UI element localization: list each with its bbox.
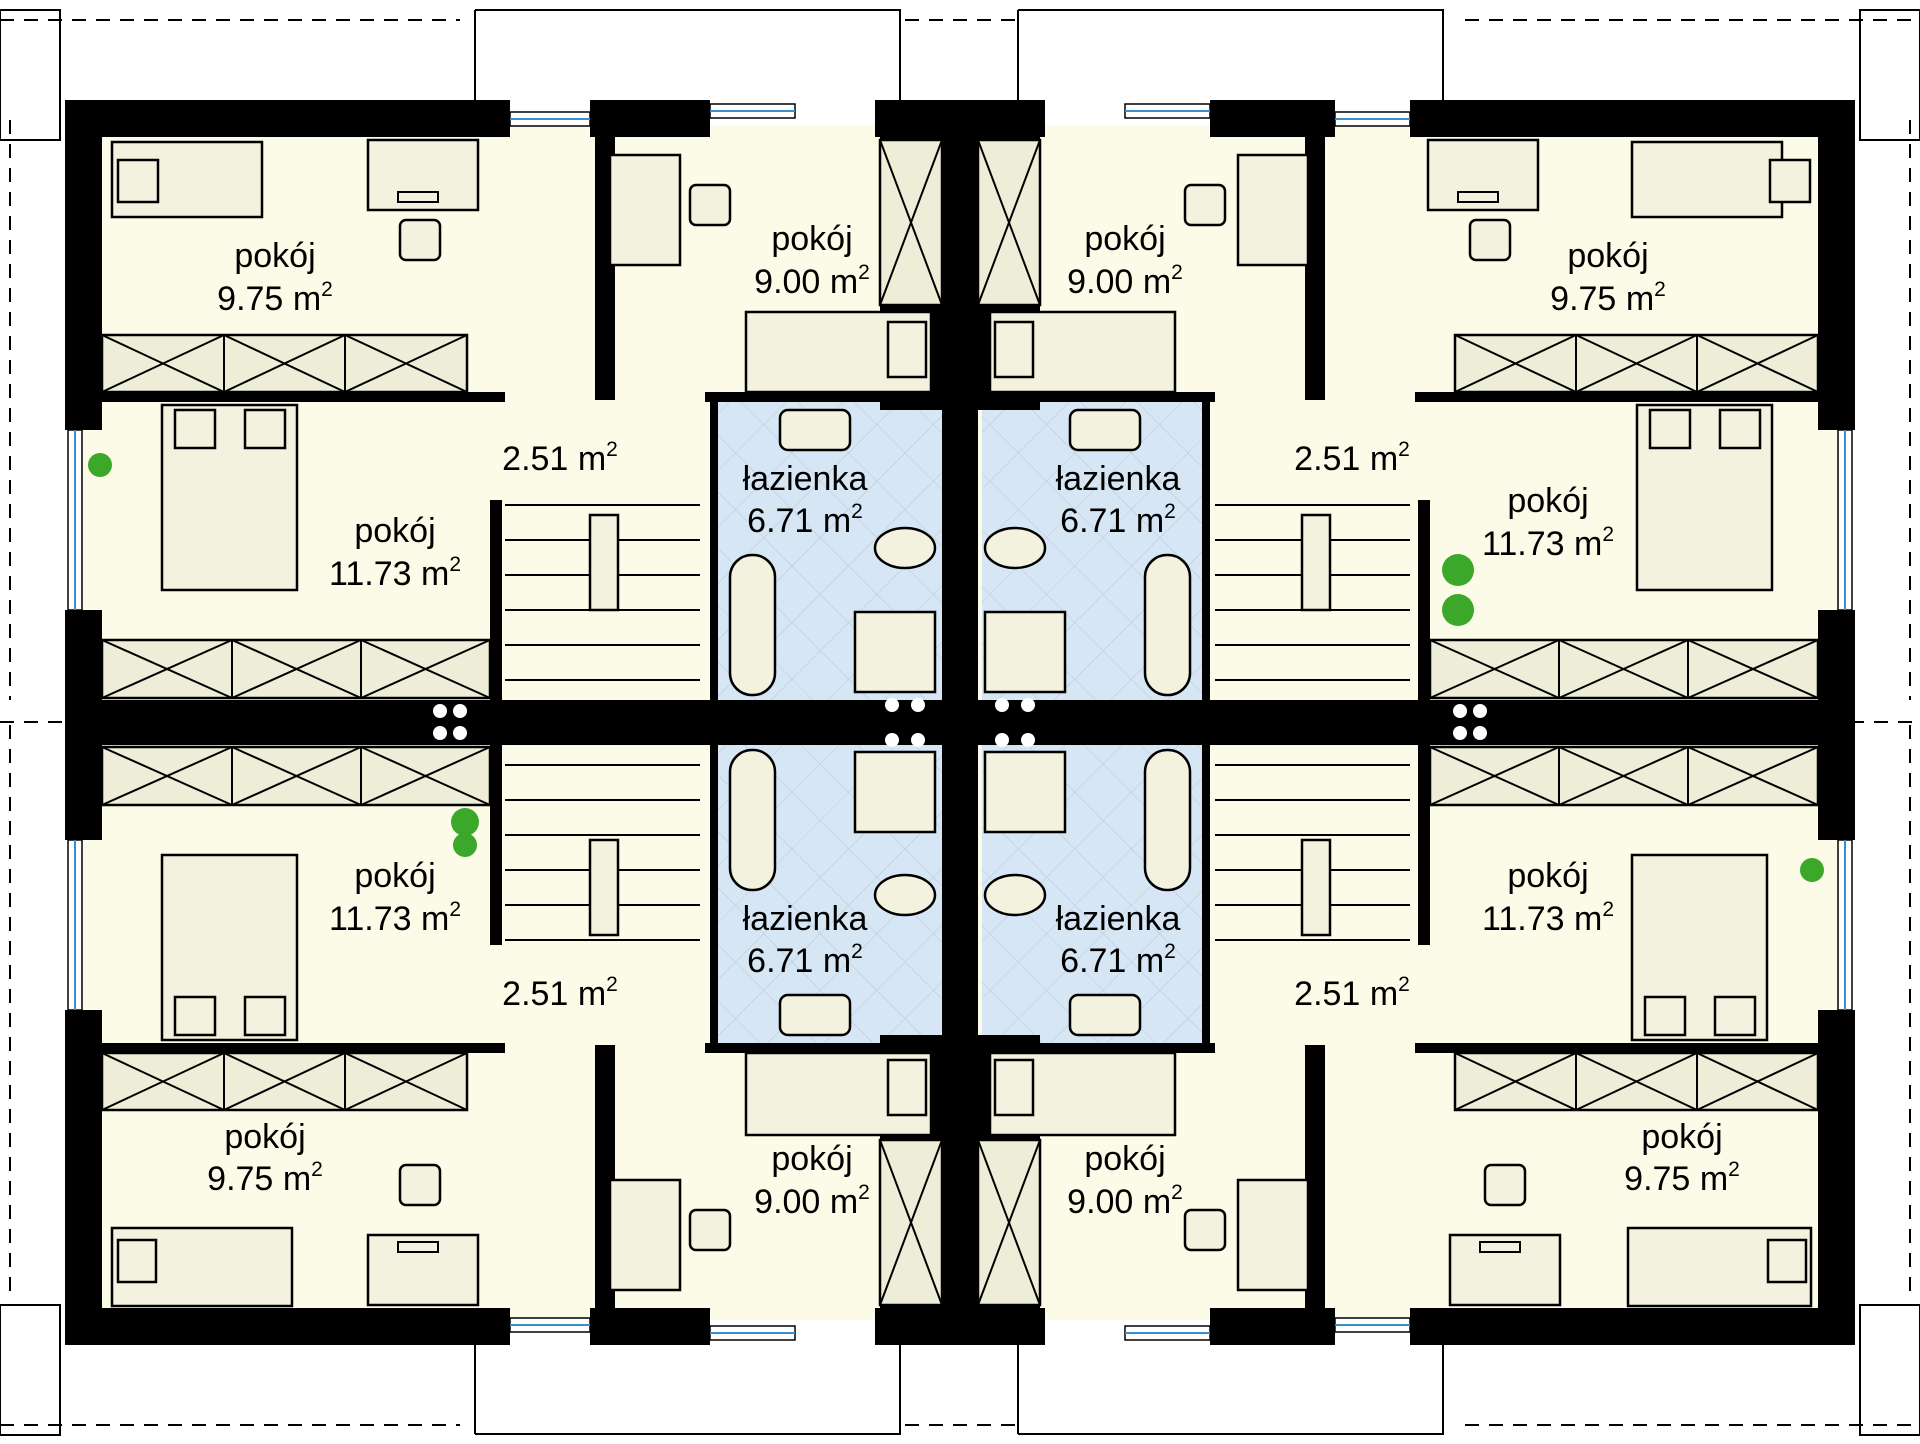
- room-name: pokój: [771, 220, 852, 258]
- room-name: pokój: [1507, 482, 1588, 520]
- room-name: pokój: [1084, 1140, 1165, 1178]
- room-area: 6.71 m2: [747, 500, 863, 540]
- ventilation-ducts: [433, 698, 1487, 747]
- hall-area: 2.51 m2: [502, 438, 618, 478]
- roof-outline: [0, 9, 1920, 1436]
- room-name: łazienka: [1056, 900, 1181, 938]
- windows: [67, 103, 1853, 1341]
- hall-area: 2.51 m2: [1294, 973, 1410, 1013]
- room-name: łazienka: [743, 460, 868, 498]
- room-area: 6.71 m2: [747, 940, 863, 980]
- room-area: 9.00 m2: [754, 261, 870, 301]
- hall-area: 2.51 m2: [502, 973, 618, 1013]
- room-area: 11.73 m2: [329, 553, 461, 593]
- plants: [88, 453, 1824, 882]
- room-name: pokój: [224, 1118, 305, 1156]
- room-name: pokój: [1084, 220, 1165, 258]
- room-name: pokój: [1507, 857, 1588, 895]
- room-name: pokój: [1567, 237, 1648, 275]
- room-labels: pokój 9.75 m2 pokój 9.00 m2 pokój 9.00 m…: [207, 220, 1740, 1221]
- hall-area: 2.51 m2: [1294, 438, 1410, 478]
- room-area: 9.75 m2: [217, 278, 333, 318]
- bathroom-fixtures: [728, 408, 1192, 1037]
- room-name: pokój: [234, 237, 315, 275]
- chairs: [398, 183, 1527, 1252]
- staircases: [505, 504, 1410, 941]
- beds: [110, 140, 1813, 1308]
- room-area: 6.71 m2: [1060, 500, 1176, 540]
- room-name: pokój: [771, 1140, 852, 1178]
- room-area: 9.75 m2: [1550, 278, 1666, 318]
- room-area: 9.00 m2: [1067, 261, 1183, 301]
- room-area: 11.73 m2: [1482, 898, 1614, 938]
- room-area: 9.75 m2: [207, 1158, 323, 1198]
- room-area: 9.75 m2: [1624, 1158, 1740, 1198]
- room-area: 11.73 m2: [1482, 523, 1614, 563]
- room-area: 11.73 m2: [329, 898, 461, 938]
- room-name: łazienka: [1056, 460, 1181, 498]
- room-name: pokój: [1641, 1118, 1722, 1156]
- room-area: 6.71 m2: [1060, 940, 1176, 980]
- room-area: 9.00 m2: [754, 1181, 870, 1221]
- room-name: pokój: [354, 512, 435, 550]
- room-area: 9.00 m2: [1067, 1181, 1183, 1221]
- room-name: łazienka: [743, 900, 868, 938]
- wardrobes: [100, 138, 1820, 1307]
- desks: [366, 138, 1562, 1307]
- room-name: pokój: [354, 857, 435, 895]
